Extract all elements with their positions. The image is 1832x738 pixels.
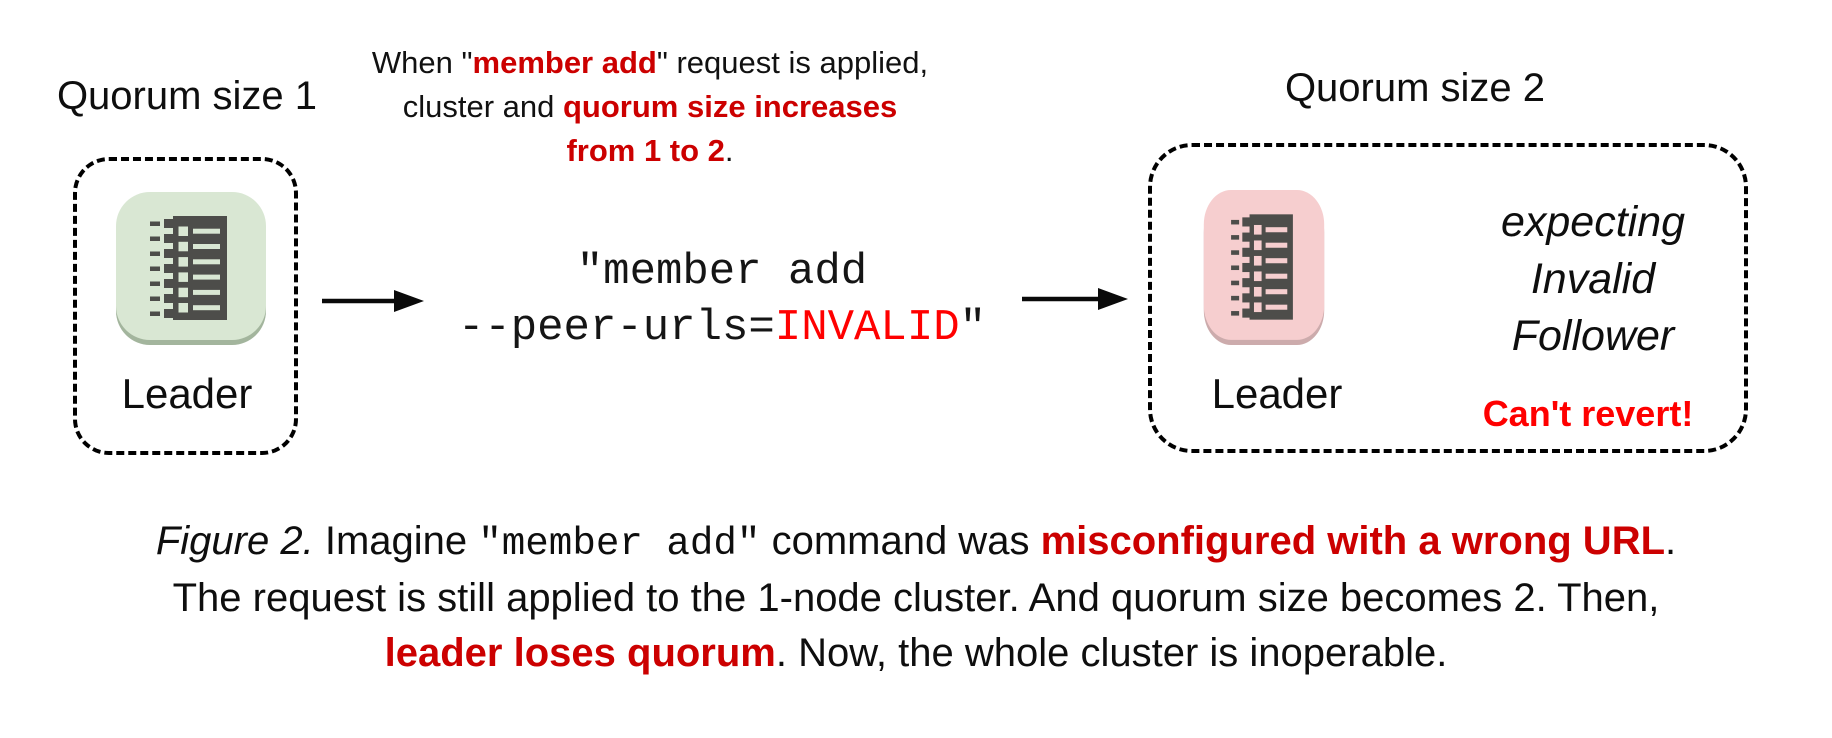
cant-revert-warning: Can't revert!	[1482, 393, 1694, 434]
caption-line-2: The request is still applied to the 1-no…	[172, 576, 1660, 620]
invalid-url-value: INVALID	[774, 303, 960, 353]
command-text: "member add --peer-urls=INVALID"	[422, 244, 1022, 356]
annotation-line-2: cluster and quorum size increases	[402, 89, 898, 124]
right-cluster-box	[1148, 143, 1748, 453]
annotation-line-3: from 1 to 2.	[566, 133, 734, 168]
caption-line-1: Figure 2. Imagine "member add" command w…	[155, 519, 1677, 566]
caption-mono-command: "member add"	[478, 521, 761, 566]
command-line-2: --peer-urls=INVALID"	[457, 303, 987, 353]
figure-caption: Figure 2. Imagine "member add" command w…	[36, 514, 1796, 681]
arrow-right-icon	[1022, 288, 1128, 310]
right-node-label: Leader	[1211, 370, 1343, 417]
annotation-quorum-increase: quorum size increases	[563, 89, 898, 124]
right-heading: Quorum size 2	[1284, 66, 1546, 110]
left-heading: Quorum size 1	[56, 74, 318, 118]
member-add-annotation: When "member add" request is applied, cl…	[350, 41, 950, 173]
command-line-1: "member add	[576, 247, 868, 297]
figure-label: Figure 2.	[155, 519, 314, 563]
caption-leader-loses-quorum: leader loses quorum	[384, 631, 776, 675]
annotation-member-add: member add	[472, 45, 657, 80]
caption-line-3: leader loses quorum. Now, the whole clus…	[384, 631, 1448, 675]
left-node-label: Leader	[121, 370, 253, 417]
left-cluster-box	[73, 157, 298, 455]
arrow-right-icon	[322, 290, 424, 312]
raft-log-icon	[1203, 190, 1325, 345]
caption-misconfigured: misconfigured with a wrong URL	[1040, 519, 1666, 563]
annotation-line-1: When "member add" request is applied,	[371, 45, 929, 80]
raft-log-icon	[116, 192, 266, 345]
expecting-note: expecting Invalid Follower	[1500, 198, 1686, 360]
annotation-from-1-to-2: from 1 to 2	[566, 133, 725, 168]
